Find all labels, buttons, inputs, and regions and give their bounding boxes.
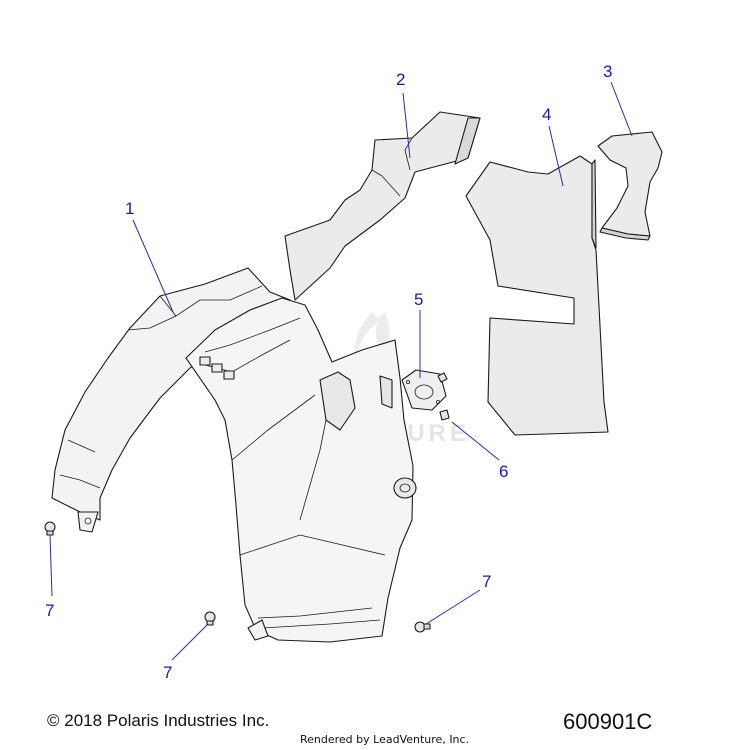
leader-7a <box>49 534 53 597</box>
main-side-panel <box>185 297 417 643</box>
part-6-screw[interactable] <box>437 372 450 421</box>
leader-lines <box>49 81 633 661</box>
leader-7c <box>425 589 481 625</box>
part-7-push-rivet-left[interactable] <box>44 521 56 536</box>
part-4-insulation[interactable] <box>465 155 609 436</box>
diagram-code: 600901C <box>563 709 653 734</box>
leader-6 <box>451 421 500 461</box>
rendered-by-text: Rendered by LeadVenture, Inc. <box>300 733 470 746</box>
callout-7-left[interactable]: 7 <box>45 601 54 620</box>
leader-4 <box>548 125 564 187</box>
callout-1[interactable]: 1 <box>125 199 134 218</box>
part-2-insulation[interactable] <box>284 111 481 301</box>
leader-7b <box>171 623 209 661</box>
callout-labels: 1 2 3 4 5 6 7 7 7 <box>45 62 612 682</box>
callout-2[interactable]: 2 <box>396 70 405 89</box>
callout-7-bottom[interactable]: 7 <box>163 663 172 682</box>
part-5-grommet-plate[interactable] <box>401 369 447 411</box>
part-7-push-rivet-bottom[interactable] <box>204 611 216 626</box>
callout-5[interactable]: 5 <box>414 290 423 309</box>
part-3-insulation[interactable] <box>597 131 663 241</box>
callout-3[interactable]: 3 <box>603 62 612 81</box>
leader-3 <box>610 81 633 137</box>
leader-2 <box>402 92 411 159</box>
part-7-push-rivet-right[interactable] <box>414 621 431 633</box>
callout-4[interactable]: 4 <box>542 105 551 124</box>
copyright-text: © 2018 Polaris Industries Inc. <box>47 711 270 730</box>
callout-6[interactable]: 6 <box>499 462 508 481</box>
leader-1 <box>132 219 174 313</box>
callout-7-right[interactable]: 7 <box>482 572 491 591</box>
